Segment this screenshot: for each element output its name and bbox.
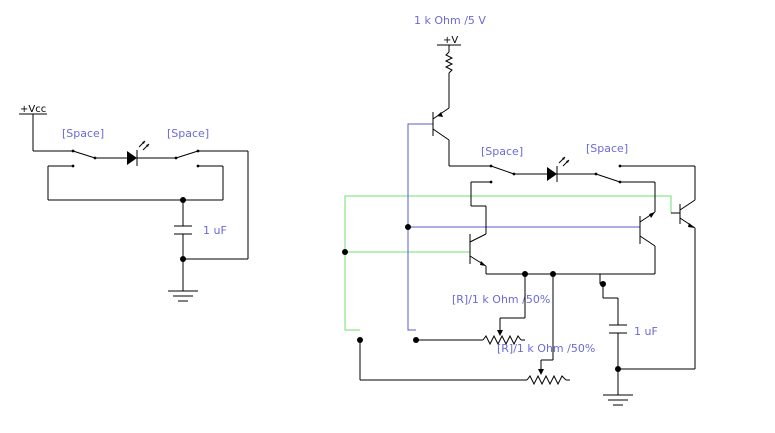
pot1-label: [R]/1 k Ohm /50% — [452, 293, 550, 306]
resistor-icon — [444, 51, 454, 108]
npn-transistor-icon — [639, 211, 656, 247]
capacitor-icon: 1 uF — [599, 274, 658, 369]
v-supply: +V — [437, 35, 461, 52]
switch-icon[interactable]: [Space] — [62, 127, 104, 168]
right-switch2-label: [Space] — [586, 142, 628, 155]
led-icon — [127, 140, 150, 166]
npn-transistor-icon — [469, 233, 487, 267]
switch-icon[interactable]: [Space] — [167, 127, 209, 168]
right-circuit: 1 k Ohm /5 V +V [Space] — [342, 14, 696, 406]
switch2-label: [Space] — [167, 127, 209, 140]
left-circuit: +Vcc [Space] [Space] — [19, 104, 249, 302]
capacitor-icon: 1 uF — [174, 200, 227, 259]
switch-icon[interactable]: [Space] — [481, 145, 523, 184]
vcc-supply-label: +Vcc — [20, 104, 46, 115]
right-capacitor-label: 1 uF — [634, 325, 658, 338]
led-icon — [547, 156, 570, 182]
v-supply-label: +V — [443, 35, 458, 46]
green-wire — [344, 195, 672, 331]
potentiometer-icon[interactable]: [R]/1 k Ohm /50% — [413, 274, 550, 346]
pnp-transistor-icon — [432, 107, 450, 141]
potentiometer-icon[interactable]: [R]/1 k Ohm /50% — [357, 274, 595, 386]
capacitor-label: 1 uF — [203, 224, 227, 237]
vcc-supply: +Vcc — [19, 104, 47, 151]
switch1-label: [Space] — [62, 127, 104, 140]
ground-icon — [603, 369, 633, 406]
npn-transistor-icon — [679, 199, 696, 229]
pot2-label: [R]/1 k Ohm /50% — [497, 342, 595, 355]
ground-icon — [168, 259, 198, 302]
switch-icon[interactable]: [Space] — [586, 142, 628, 184]
resistor-label: 1 k Ohm /5 V — [414, 14, 486, 27]
right-switch1-label: [Space] — [481, 145, 523, 158]
